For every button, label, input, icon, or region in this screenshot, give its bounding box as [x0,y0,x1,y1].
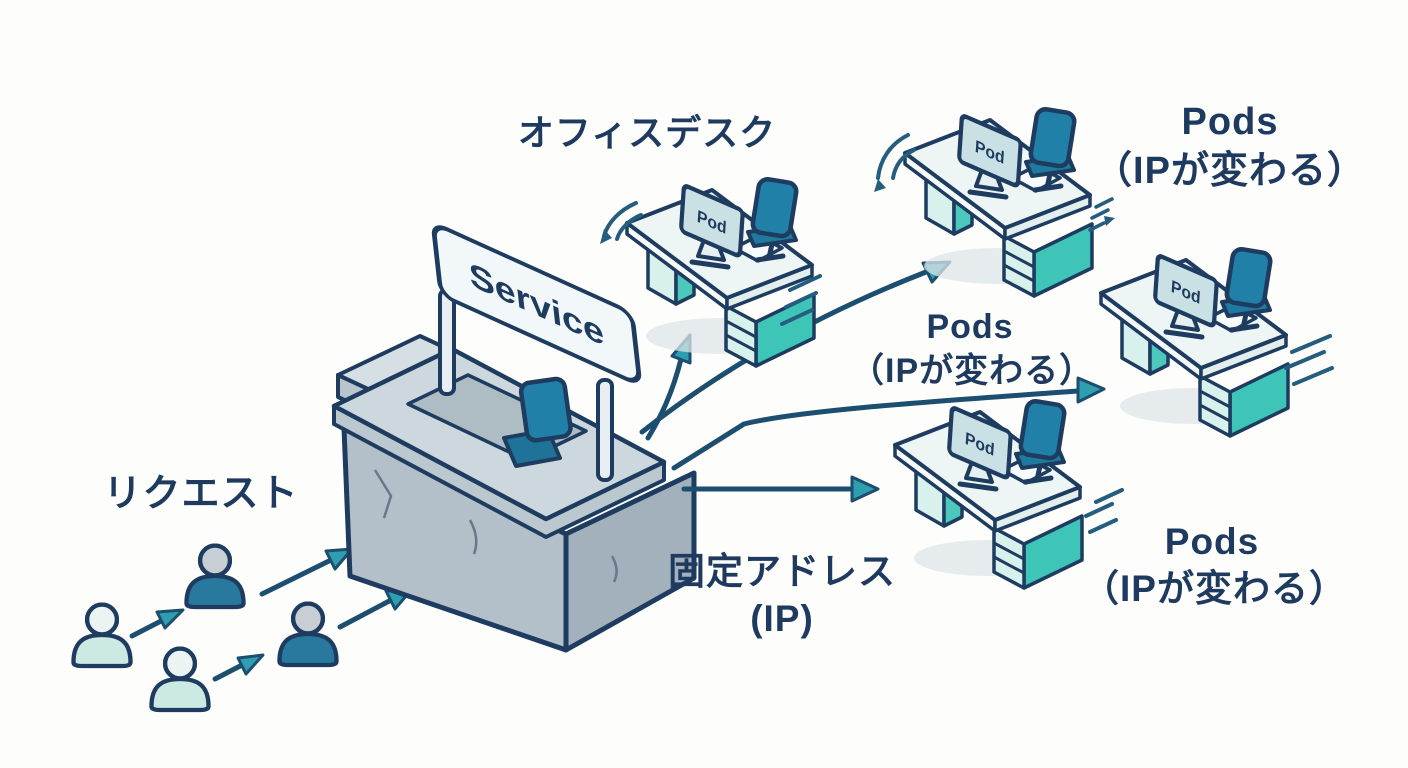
arrow-to-pod-bottom [681,475,880,503]
sign-post-left [438,288,456,396]
pods-subtitle: （IPが変わる） [850,351,1095,390]
pods-label-top-right: Pods （IPが変わる） [1090,98,1370,195]
pods-label-bottom-right: Pods （IPが変わる） [1082,518,1347,613]
pod-desk-bottom [895,400,1082,588]
counter-chair [502,376,573,468]
office-desk-top [627,178,814,366]
motion-marks [600,133,1334,534]
arrow-to-pod-right [671,376,1106,471]
service-counter: Service [331,225,697,653]
request-arrow [212,653,265,682]
user-dark-2 [279,604,336,665]
request-users [73,546,336,710]
pods-label-middle: Pods （IPが変わる） [850,306,1095,393]
pods-title: Pods [1181,101,1279,143]
pods-subtitle: （IPが変わる） [1094,149,1366,192]
request-arrows [129,547,414,682]
user-dark-1 [186,546,243,607]
fixed-address-label: 固定アドレス (IP) [648,548,916,643]
user-light-2 [151,649,208,710]
fixed-address-line2: (IP) [750,598,814,640]
sign-post-right [596,378,614,482]
office-desk-label: オフィスデスク [517,112,777,153]
pods-title: Pods [926,308,1014,346]
request-label: リクエスト [103,473,299,515]
user-light-1 [73,605,130,666]
fixed-address-line1: 固定アドレス [668,551,896,592]
pods-subtitle: （IPが変わる） [1082,568,1347,610]
request-arrow [259,547,354,597]
pod-desk-right [1101,248,1288,436]
pods-title: Pods [1164,521,1260,562]
pod-desk-top-right [905,108,1092,296]
request-arrow [129,608,185,639]
